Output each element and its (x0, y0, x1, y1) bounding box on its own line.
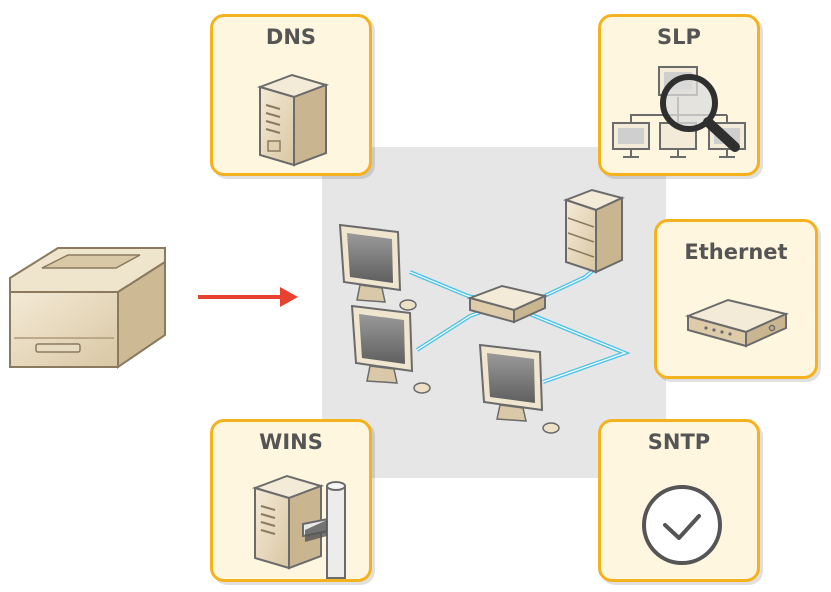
server-icon (256, 73, 330, 167)
computer-icon (350, 304, 431, 394)
sntp-card: SNTP (598, 419, 760, 582)
server-icon (563, 188, 625, 274)
dns-card: DNS (210, 14, 372, 176)
hub-icon (466, 284, 549, 324)
slp-label: SLP (657, 25, 701, 49)
search-icon (660, 74, 740, 152)
dns-label: DNS (265, 25, 317, 49)
wins-label: WINS (259, 430, 323, 454)
computer-icon (478, 343, 560, 434)
computer-icon (338, 223, 417, 311)
pipe-icon (302, 481, 346, 579)
service-location-icon (612, 66, 746, 158)
arrow-icon (198, 287, 298, 307)
printer-icon (9, 247, 166, 369)
wins-card: WINS (210, 419, 372, 582)
ethernet-card: Ethernet (654, 219, 818, 379)
hub-icon (684, 298, 790, 348)
clock-icon (642, 485, 722, 565)
server-icon (251, 474, 346, 579)
ethernet-label: Ethernet (684, 240, 788, 264)
slp-card: SLP (598, 14, 760, 176)
sntp-label: SNTP (647, 430, 711, 454)
